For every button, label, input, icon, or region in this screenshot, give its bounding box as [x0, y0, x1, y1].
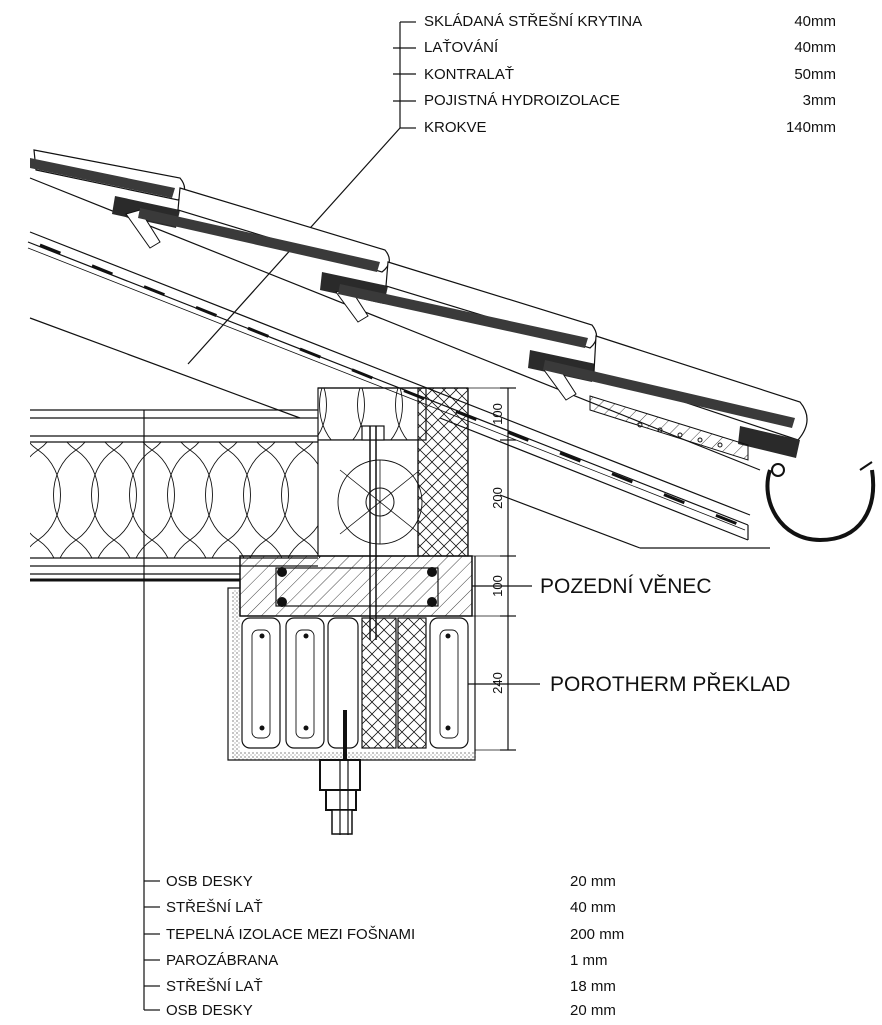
ring-beam-callout: POZEDNÍ VĚNEC [472, 575, 712, 598]
roof-layer-5-name: KROKVE [424, 119, 487, 136]
lintel-callout: POROTHERM PŘEKLAD [468, 673, 790, 696]
ceiling-layer-1-name: OSB DESKY [166, 873, 253, 890]
ceiling-layer-leaders [144, 880, 160, 1011]
roof-tile-2 [138, 187, 390, 323]
ring-beam [239, 555, 473, 617]
roof-layer-2-name: LAŤOVÁNÍ [424, 39, 499, 56]
dimension-100-top: 100 [490, 403, 505, 425]
roof-slope-layers [27, 177, 770, 549]
roof-layer-3-name: KONTRALAŤ [424, 66, 514, 83]
roof-tile-4 [543, 335, 808, 461]
roof-layer-4-thickness: 3mm [803, 92, 836, 109]
ceiling-layer-3-name: TEPELNÁ IZOLACE MEZI FOŠNAMI [166, 926, 415, 943]
ceiling-layer-6-name: OSB DESKY [166, 1002, 253, 1019]
ceiling-structure [30, 409, 320, 1010]
ceiling-layer-5-thickness: 18 mm [570, 978, 616, 995]
roof-layer-1-name: SKLÁDANÁ STŘEŠNÍ KRYTINA [424, 13, 642, 30]
roof-layer-3-thickness: 50mm [794, 66, 836, 83]
roof-layer-list: SKLÁDANÁ STŘEŠNÍ KRYTINA 40mm LAŤOVÁNÍ 4… [424, 13, 836, 136]
ceiling-insulation [30, 442, 320, 558]
ceiling-layer-4-name: PAROZÁBRANA [166, 952, 278, 969]
roof-layer-5-thickness: 140mm [786, 119, 836, 136]
ceiling-layer-3-thickness: 200 mm [570, 926, 624, 943]
roof-tiles [30, 149, 808, 461]
roof-layer-1-thickness: 40mm [794, 13, 836, 30]
window-frame [319, 759, 361, 835]
lintel [227, 556, 476, 761]
wall-head [317, 387, 469, 640]
lintel-label: POROTHERM PŘEKLAD [550, 673, 790, 696]
gutter [765, 461, 876, 543]
dimension-line [468, 387, 516, 751]
ceiling-layer-2-thickness: 40 mm [570, 899, 616, 916]
dimension-200: 200 [490, 487, 505, 509]
ceiling-layer-5-name: STŘEŠNÍ LAŤ [166, 978, 263, 995]
roof-layer-leaders [187, 21, 416, 365]
ceiling-layer-list: OSB DESKY 20 mm STŘEŠNÍ LAŤ 40 mm TEPELN… [166, 873, 624, 1019]
dimension-240: 240 [490, 672, 505, 694]
wall-side-insulation [417, 387, 469, 557]
roof-layer-2-thickness: 40mm [794, 39, 836, 56]
ring-beam-label: POZEDNÍ VĚNEC [540, 575, 712, 598]
roof-tile-1 [30, 149, 186, 249]
roof-layer-4-name: POJISTNÁ HYDROIZOLACE [424, 92, 620, 109]
ceiling-layer-1-thickness: 20 mm [570, 873, 616, 890]
ceiling-layer-2-name: STŘEŠNÍ LAŤ [166, 899, 263, 916]
ceiling-layer-4-thickness: 1 mm [570, 952, 608, 969]
ceiling-layer-6-thickness: 20 mm [570, 1002, 616, 1019]
